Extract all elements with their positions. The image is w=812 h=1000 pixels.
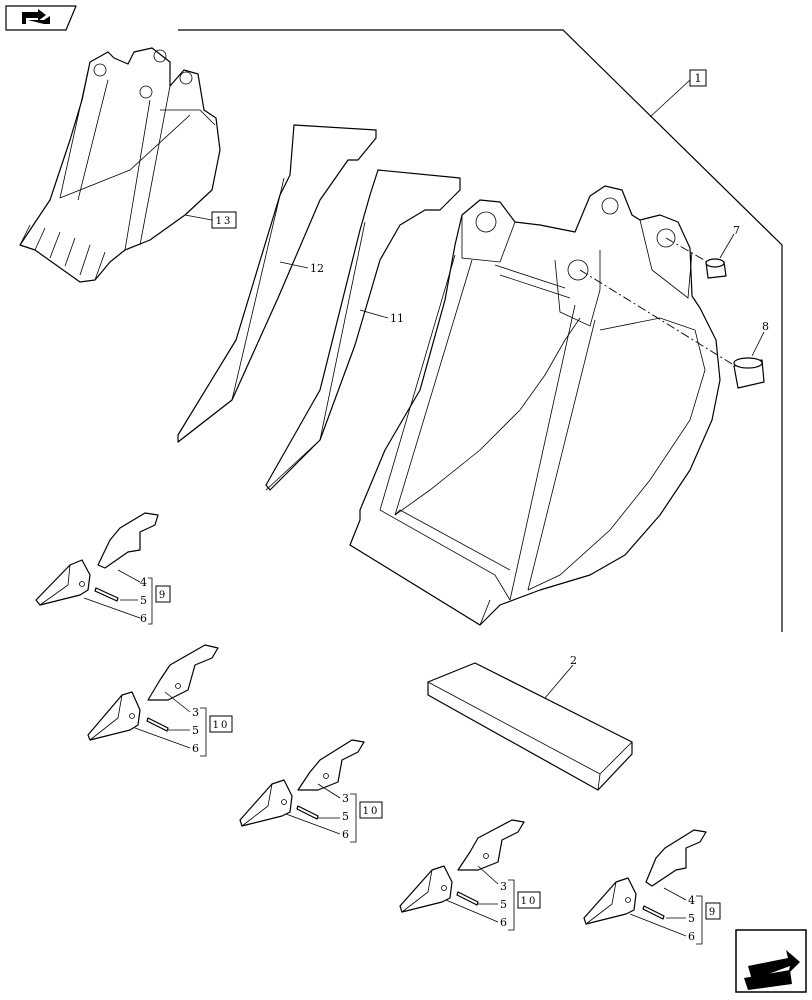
kit-4-part-b: 5 xyxy=(500,898,507,911)
pin-axis-line xyxy=(579,269,746,373)
side-cutter-11 xyxy=(265,169,461,491)
bushing-8 xyxy=(733,357,765,389)
large-bucket xyxy=(349,185,721,626)
callout-box-1: 1 xyxy=(689,69,707,87)
assembly-bracket xyxy=(178,29,783,632)
kit-1-box: 9 xyxy=(159,590,167,601)
arrow-forward-icon[interactable] xyxy=(735,929,807,993)
kit-5-part-c: 6 xyxy=(688,930,695,943)
callout-8: 8 xyxy=(762,320,769,333)
tooth-kit-1: 4 5 6 9 xyxy=(35,512,171,625)
callout-12: 12 xyxy=(310,262,324,275)
kit-1-part-c: 6 xyxy=(140,612,147,625)
kit-3-part-c: 6 xyxy=(342,828,349,841)
svg-text:1: 1 xyxy=(695,72,702,85)
kit-2-box: 10 xyxy=(213,720,230,731)
callout-11: 11 xyxy=(390,312,404,325)
kit-1-part-a: 4 xyxy=(140,576,147,589)
kit-1-part-b: 5 xyxy=(140,594,147,607)
tooth-kit-2: 3 5 6 10 xyxy=(87,644,233,757)
kit-5-part-b: 5 xyxy=(688,912,695,925)
small-bucket xyxy=(19,47,221,283)
kit-4-part-c: 6 xyxy=(500,916,507,929)
callout-box-13: 13 xyxy=(211,211,237,229)
tooth-kit-5: 4 5 6 9 xyxy=(583,829,721,945)
kit-2-part-c: 6 xyxy=(192,742,199,755)
callout-7: 7 xyxy=(733,224,740,237)
svg-text:13: 13 xyxy=(216,216,233,227)
kit-5-part-a: 4 xyxy=(688,894,695,907)
cutting-edge-plate xyxy=(427,662,633,791)
kit-2-part-a: 3 xyxy=(192,706,199,719)
bushing-7 xyxy=(705,258,727,279)
callout-2: 2 xyxy=(570,654,577,667)
pin-axis-line-upper xyxy=(665,237,719,269)
side-cutter-12 xyxy=(177,124,377,443)
book-arrow-back-icon[interactable] xyxy=(5,5,77,31)
kit-2-part-b: 5 xyxy=(192,724,199,737)
tooth-kit-3: 3 5 6 10 xyxy=(239,739,383,843)
kit-3-box: 10 xyxy=(363,806,380,817)
tooth-kit-4: 3 5 6 10 xyxy=(399,819,541,931)
kit-5-box: 9 xyxy=(709,907,717,918)
kit-4-part-a: 3 xyxy=(500,880,507,893)
kit-3-part-b: 5 xyxy=(342,810,349,823)
kit-4-box: 10 xyxy=(521,896,538,907)
kit-3-part-a: 3 xyxy=(342,792,349,805)
